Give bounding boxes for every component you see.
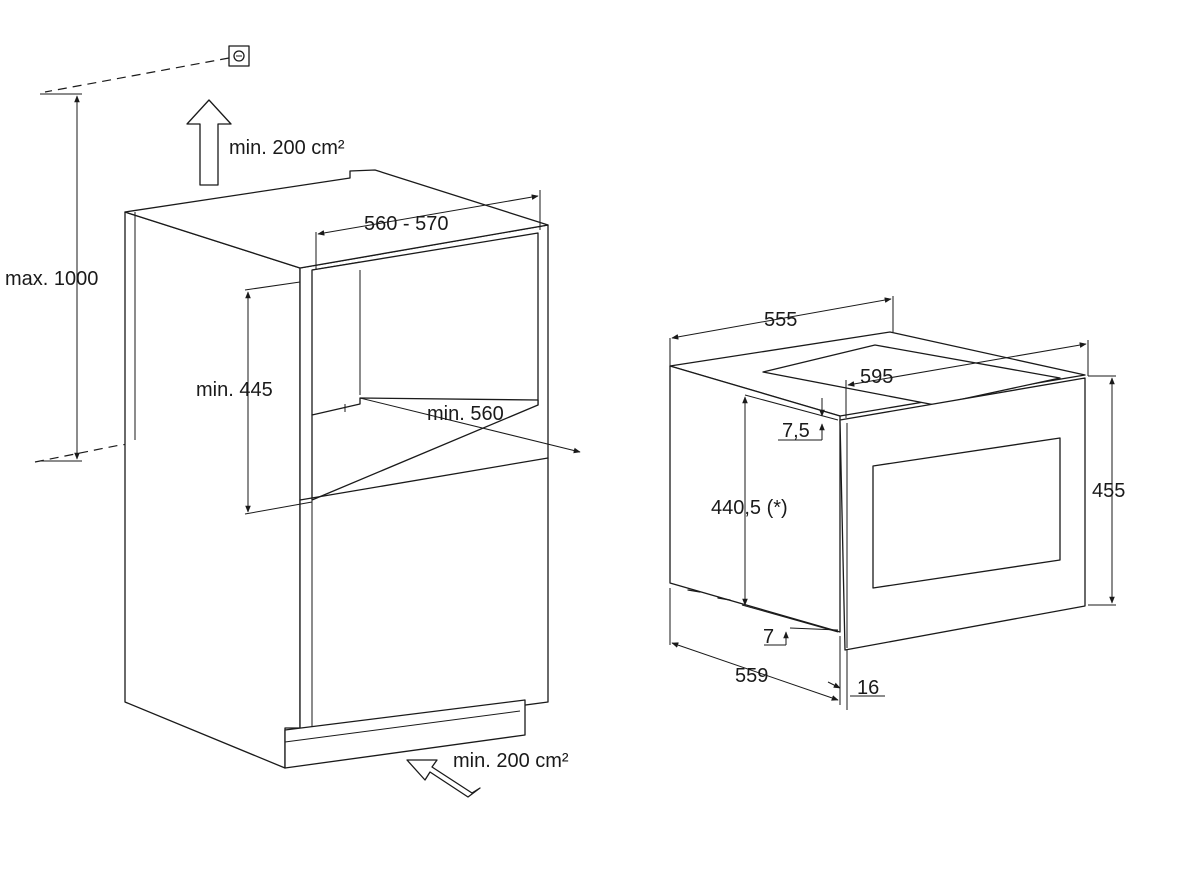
niche-width-dimension	[315, 190, 541, 270]
front-width-dimension	[845, 340, 1089, 418]
bottom-offset-dimension	[764, 627, 839, 646]
max-height-dimension	[40, 93, 82, 462]
front-thickness-dimension	[827, 650, 885, 710]
body-width-dimension	[669, 296, 894, 366]
depth-dimension	[669, 588, 841, 705]
front-thickness-label: 16	[857, 677, 879, 699]
niche-depth-label: min. 560	[427, 403, 504, 425]
bottom-offset-label: 7	[763, 626, 774, 648]
front-height-dimension	[1088, 375, 1116, 606]
top-vent-label: min. 200 cm²	[229, 137, 345, 159]
niche-width-label: 560 - 570	[364, 213, 449, 235]
body-height-label: 440,5 (*)	[711, 497, 788, 519]
power-socket-icon	[228, 45, 250, 67]
max-height-label: max. 1000	[5, 268, 98, 290]
max-height-ref-top	[44, 57, 230, 93]
bottom-vent-label: min. 200 cm²	[453, 750, 569, 772]
depth-label: 559	[735, 665, 768, 687]
top-offset-dimension	[778, 398, 825, 441]
niche-height-label: min. 445	[196, 379, 273, 401]
top-offset-label: 7,5	[782, 420, 810, 442]
front-width-label: 595	[860, 366, 893, 388]
cabinet-drawing	[34, 45, 581, 798]
body-width-label: 555	[764, 309, 797, 331]
niche-depth-dimension	[359, 397, 581, 454]
appliance-drawing	[669, 296, 1116, 710]
top-vent-arrow-icon	[186, 99, 232, 186]
cabinet-body	[124, 169, 549, 769]
bottom-vent-arrow-icon	[406, 759, 481, 798]
niche-height-dimension	[244, 281, 313, 515]
front-height-label: 455	[1092, 480, 1125, 502]
